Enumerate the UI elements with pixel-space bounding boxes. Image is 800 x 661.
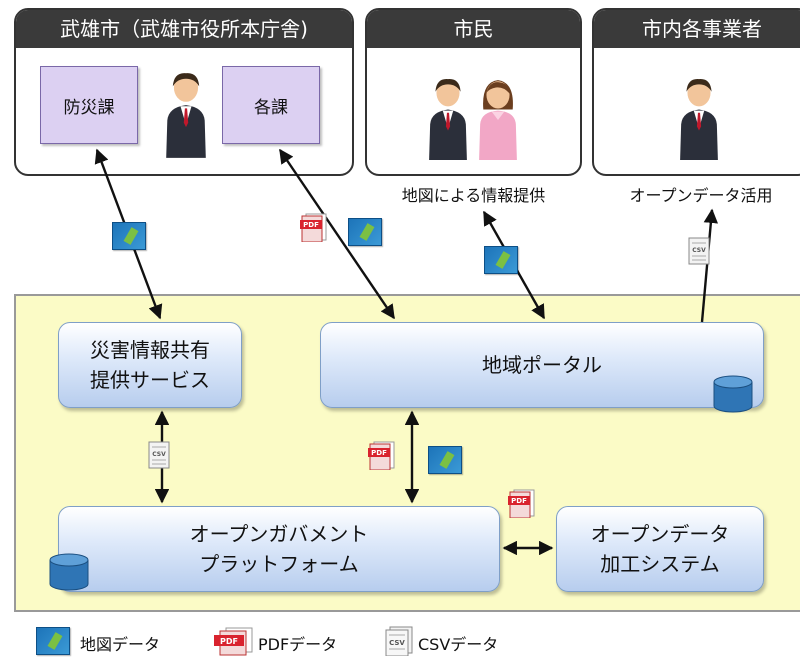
svg-text:PDF: PDF bbox=[371, 449, 387, 457]
businesses-caption: オープンデータ活用 bbox=[629, 186, 773, 205]
disaster-line-2: 提供サービス bbox=[90, 368, 210, 392]
pdf-data-icon: PDF bbox=[508, 489, 535, 518]
citizens-caption: 地図による情報提供 bbox=[401, 186, 546, 205]
citizens-title: 市民 bbox=[367, 10, 580, 48]
city-hall-panel: 武雄市（武雄市役所本庁舎) 防災課 各課 bbox=[14, 8, 354, 176]
platform-line-1: オープンガバメント bbox=[189, 522, 369, 546]
arrow-portal-businesses bbox=[700, 208, 719, 323]
open-data-processing-system: オープンデータ 加工システム bbox=[556, 506, 764, 592]
legend-map-label: 地図データ bbox=[80, 635, 161, 654]
map-data-icon bbox=[428, 446, 462, 474]
database-icon bbox=[713, 375, 753, 413]
open-government-platform: オープンガバメント プラットフォーム bbox=[58, 506, 500, 592]
legend-csv-label: CSVデータ bbox=[418, 635, 499, 654]
map-data-icon bbox=[348, 218, 382, 246]
csv-data-icon: CSV bbox=[148, 441, 170, 469]
map-data-icon bbox=[36, 627, 70, 655]
citizens-panel: 市民 bbox=[365, 8, 582, 176]
disaster-line-1: 災害情報共有 bbox=[90, 338, 210, 362]
processing-line-2: 加工システム bbox=[600, 552, 720, 576]
portal-label: 地域ポータル bbox=[482, 353, 602, 377]
processing-line-1: オープンデータ bbox=[590, 522, 730, 546]
svg-text:CSV: CSV bbox=[152, 451, 166, 458]
legend-pdf-label: PDFデータ bbox=[258, 635, 338, 654]
legend: 地図データ PDF PDFデータ CSV CSVデータ bbox=[36, 626, 556, 656]
svg-text:PDF: PDF bbox=[220, 637, 238, 646]
pdf-data-icon: PDF bbox=[368, 441, 395, 470]
map-data-icon bbox=[484, 246, 518, 274]
dept-kaku-box: 各課 bbox=[222, 66, 320, 144]
pdf-data-icon: PDF bbox=[300, 213, 327, 242]
businesses-title: 市内各事業者 bbox=[594, 10, 800, 48]
disaster-info-service: 災害情報共有 提供サービス bbox=[58, 322, 242, 408]
csv-data-icon: CSV bbox=[385, 626, 413, 656]
businesses-panel: 市内各事業者 bbox=[592, 8, 800, 176]
csv-data-icon: CSV bbox=[688, 237, 710, 265]
svg-text:CSV: CSV bbox=[692, 247, 706, 254]
platform-line-2: プラットフォーム bbox=[199, 552, 359, 576]
arrow-kaku-portal bbox=[279, 148, 395, 320]
svg-text:PDF: PDF bbox=[303, 221, 319, 229]
svg-text:CSV: CSV bbox=[389, 639, 405, 647]
pdf-data-icon: PDF bbox=[214, 627, 253, 656]
regional-portal: 地域ポータル bbox=[320, 322, 764, 408]
dept-bousai-box: 防災課 bbox=[40, 66, 138, 144]
map-data-icon bbox=[112, 222, 146, 250]
database-icon bbox=[49, 553, 89, 591]
svg-text:PDF: PDF bbox=[511, 497, 527, 505]
city-hall-title: 武雄市（武雄市役所本庁舎) bbox=[16, 10, 352, 48]
